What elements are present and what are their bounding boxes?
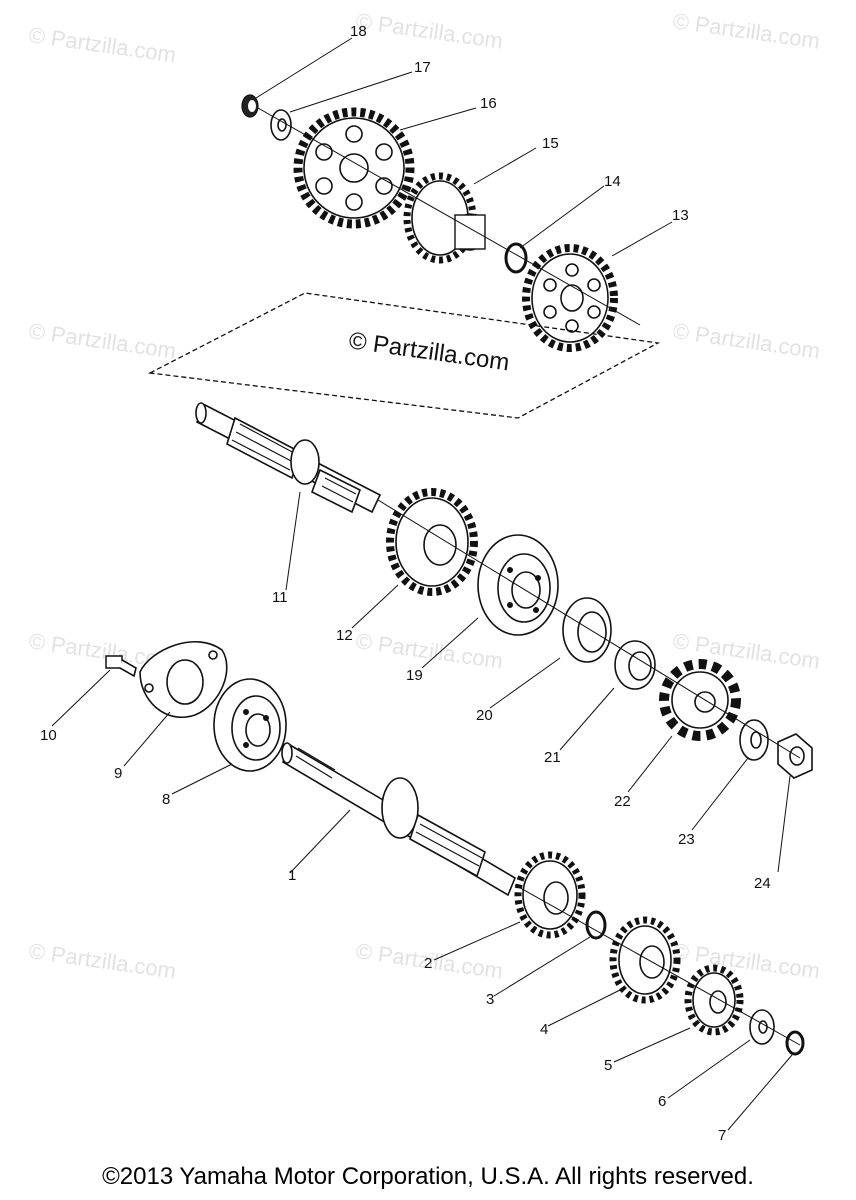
callout-20: 20 (476, 707, 493, 724)
callout-8: 8 (162, 791, 170, 808)
part-5-gear (684, 964, 744, 1036)
part-22-sprocket (659, 659, 741, 741)
sub-assembly-outline (147, 292, 661, 419)
callout-labels: 1 2 3 4 5 6 7 8 9 10 11 12 13 14 15 16 1… (40, 23, 771, 1144)
callout-15: 15 (542, 135, 559, 152)
callout-1: 1 (288, 867, 296, 884)
part-14-circlip (504, 242, 528, 274)
watermark: © Partzilla.com (671, 318, 821, 363)
part-9-bearing-plate (139, 640, 228, 718)
callout-2: 2 (424, 955, 432, 972)
watermark: © Partzilla.com (27, 318, 177, 363)
callout-11: 11 (272, 589, 288, 606)
part-24-nut (777, 733, 813, 779)
watermark: © Partzilla.com (671, 628, 821, 673)
watermark: © Partzilla.com (27, 22, 177, 67)
callout-18: 18 (350, 23, 367, 40)
callout-7: 7 (718, 1127, 726, 1144)
watermark: © Partzilla.com (671, 8, 821, 53)
callout-16: 16 (480, 95, 497, 112)
center-watermark: © Partzilla.com (347, 327, 511, 376)
part-19-bearing (477, 534, 559, 636)
watermark: © Partzilla.com (27, 938, 177, 983)
part-20-oil-seal (562, 597, 612, 663)
callout-5: 5 (604, 1057, 612, 1074)
part-6-washer (749, 1009, 775, 1045)
callout-13: 13 (672, 207, 689, 224)
part-1-shaft (281, 742, 517, 897)
part-7-circlip (785, 1030, 805, 1056)
callout-14: 14 (604, 173, 621, 190)
callout-17: 17 (414, 59, 431, 76)
part-8-bearing (213, 678, 287, 772)
part-18-circlip (241, 94, 259, 118)
watermark: © Partzilla.com (354, 628, 504, 673)
part-13-gear (522, 244, 618, 352)
callout-12: 12 (336, 627, 353, 644)
part-17-washer (270, 109, 292, 141)
part-2-gear (514, 851, 586, 939)
callout-23: 23 (678, 831, 695, 848)
part-21-collar (614, 640, 656, 690)
callout-21: 21 (544, 749, 561, 766)
callout-4: 4 (540, 1021, 548, 1038)
part-4-gear (609, 916, 681, 1004)
part-11-shaft (195, 402, 382, 514)
callout-10: 10 (40, 727, 57, 744)
part-15-gear (403, 172, 486, 264)
callout-6: 6 (658, 1093, 666, 1110)
leader-lines (51, 37, 793, 1131)
part-23-lock-washer (739, 719, 769, 761)
part-16-gear (293, 107, 415, 229)
callout-24: 24 (754, 875, 771, 892)
callout-3: 3 (486, 991, 494, 1008)
part-12-gear (386, 488, 478, 596)
callout-9: 9 (114, 765, 122, 782)
part-10-bolt (105, 655, 137, 678)
copyright-notice: ©2013 Yamaha Motor Corporation, U.S.A. A… (102, 1163, 754, 1190)
assembly-axis (377, 499, 801, 759)
callout-19: 19 (406, 667, 423, 684)
assembly-axis (257, 107, 641, 326)
callout-22: 22 (614, 793, 631, 810)
assembly-axis (514, 884, 801, 1046)
watermark: © Partzilla.com (354, 8, 504, 53)
